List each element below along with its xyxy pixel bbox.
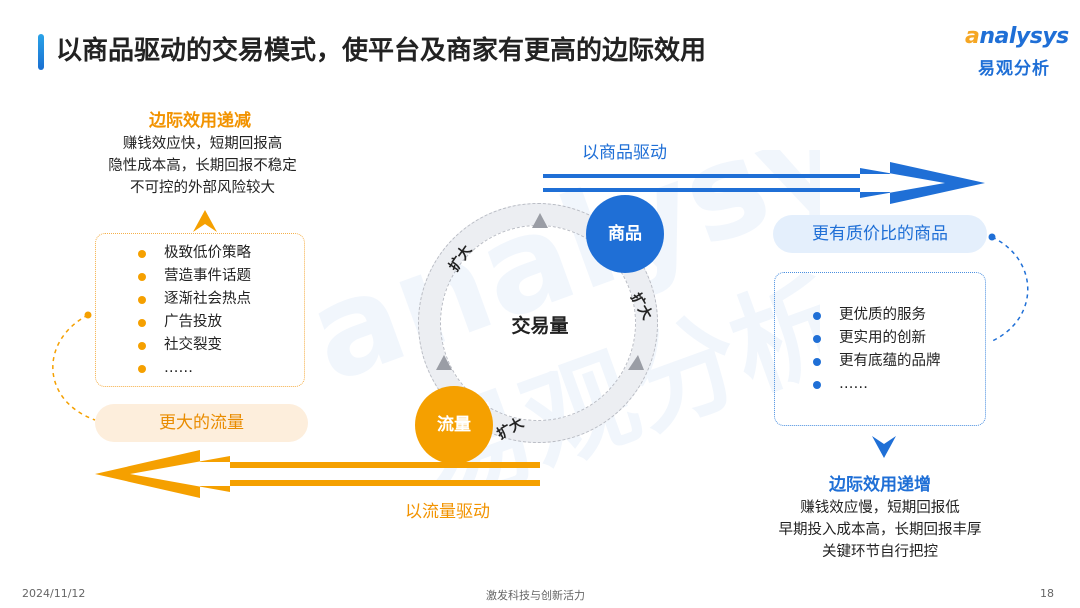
list-item: 更实用的创新 bbox=[813, 327, 941, 350]
bullet-dot bbox=[813, 312, 821, 320]
right-desc-line: 赚钱效应慢，短期回报低 bbox=[800, 500, 960, 516]
list-item: 社交裂变 bbox=[138, 334, 251, 357]
title-accent-bar bbox=[38, 34, 44, 70]
cycle-arrow-icon bbox=[436, 355, 452, 370]
cycle-center-label: 交易量 bbox=[511, 315, 569, 337]
bullet-dot bbox=[138, 365, 146, 373]
list-item: 极致低价策略 bbox=[138, 242, 251, 265]
traffic-pill: 更大的流量 bbox=[95, 404, 308, 442]
bullet-dot bbox=[138, 342, 146, 350]
bullet-dot bbox=[138, 273, 146, 281]
left-strategy-box: 极致低价策略 营造事件话题 逐渐社会热点 广告投放 社交裂变 …… bbox=[95, 233, 305, 387]
list-item: 广告投放 bbox=[138, 311, 251, 334]
traffic-driven-label: 以流量驱动 bbox=[405, 502, 490, 522]
left-strategy-list: 极致低价策略 营造事件话题 逐渐社会热点 广告投放 社交裂变 …… bbox=[138, 242, 251, 380]
orange-chevron-up-icon bbox=[193, 210, 217, 232]
brand-logo-cn: 易观分析 bbox=[978, 59, 1050, 79]
left-desc-line: 不可控的外部风险较大 bbox=[130, 180, 275, 196]
cycle-arrow-icon bbox=[628, 355, 644, 370]
right-loop-curve bbox=[989, 236, 1029, 343]
right-description: 赚钱效应慢，短期回报低 早期投入成本高，长期回报丰厚 关键环节自行把控 bbox=[755, 497, 1005, 563]
list-item: …… bbox=[813, 373, 941, 396]
bullet-dot bbox=[138, 319, 146, 327]
list-item: 更优质的服务 bbox=[813, 304, 941, 327]
left-desc-line: 赚钱效应快，短期回报高 bbox=[122, 136, 283, 152]
right-desc-line: 早期投入成本高，长期回报丰厚 bbox=[778, 522, 982, 538]
cycle-ring-outer-dash bbox=[418, 203, 658, 443]
list-item: …… bbox=[138, 357, 251, 380]
quality-goods-pill: 更有质价比的商品 bbox=[773, 215, 987, 253]
cycle-arrow-icon bbox=[532, 213, 548, 228]
left-desc-line: 隐性成本高，长期回报不稳定 bbox=[108, 158, 297, 174]
right-desc-line: 关键环节自行把控 bbox=[822, 544, 938, 560]
logo-wordmark: nalysys bbox=[979, 24, 1069, 49]
goods-node: 商品 bbox=[586, 195, 664, 273]
right-value-list: 更优质的服务 更实用的创新 更有底蕴的品牌 …… bbox=[813, 304, 941, 396]
right-value-box: 更优质的服务 更实用的创新 更有底蕴的品牌 …… bbox=[774, 272, 986, 426]
blue-arrow bbox=[543, 162, 985, 204]
page-title: 以商品驱动的交易模式，使平台及商家有更高的边际效用 bbox=[56, 36, 707, 66]
right-loop-dot bbox=[988, 233, 996, 241]
bullet-dot bbox=[138, 296, 146, 304]
page-number: 18 bbox=[1040, 587, 1054, 600]
bullet-dot bbox=[138, 250, 146, 258]
left-loop-curve bbox=[52, 314, 96, 421]
brand-logo-en: analysys bbox=[965, 24, 1069, 49]
orange-arrow bbox=[95, 450, 540, 498]
left-loop-dot bbox=[84, 311, 92, 319]
bullet-dot bbox=[813, 381, 821, 389]
bullet-dot bbox=[813, 335, 821, 343]
traffic-node: 流量 bbox=[415, 386, 493, 464]
goods-driven-label: 以商品驱动 bbox=[582, 143, 667, 163]
footer-slogan: 激发科技与创新活力 bbox=[486, 589, 585, 602]
bullet-dot bbox=[813, 358, 821, 366]
list-item: 逐渐社会热点 bbox=[138, 288, 251, 311]
left-heading: 边际效用递减 bbox=[149, 111, 251, 131]
footer-date: 2024/11/12 bbox=[22, 587, 86, 600]
logo-mark: a bbox=[965, 24, 980, 49]
left-description: 赚钱效应快，短期回报高 隐性成本高，长期回报不稳定 不可控的外部风险较大 bbox=[80, 133, 325, 199]
blue-chevron-down-icon bbox=[872, 436, 896, 458]
list-item: 营造事件话题 bbox=[138, 265, 251, 288]
right-heading: 边际效用递增 bbox=[829, 475, 931, 495]
list-item: 更有底蕴的品牌 bbox=[813, 350, 941, 373]
